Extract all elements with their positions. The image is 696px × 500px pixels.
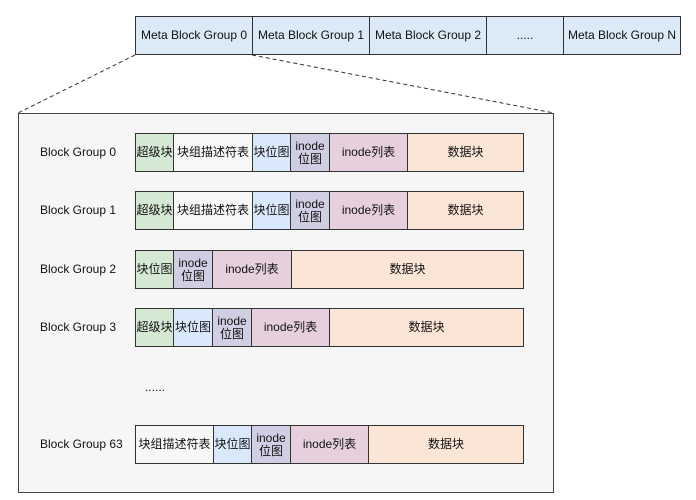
segment-inode-table: inode列表 (251, 308, 330, 347)
segment-inode-table: inode列表 (329, 133, 408, 172)
meta-block-group-label: ..... (516, 28, 534, 42)
block-group-label: Block Group 2 (40, 262, 117, 276)
meta-block-group-1: Meta Block Group 1 (252, 16, 370, 55)
meta-block-group-label: Meta Block Group N (567, 28, 677, 42)
expansion-line-left (17, 54, 136, 114)
segment-inode-table: inode列表 (212, 250, 292, 289)
segment-group-descriptor-table: 块组描述符表 (173, 133, 253, 172)
ellipsis-label: ...... (145, 380, 166, 394)
segment-group-descriptor-table: 块组描述符表 (135, 425, 214, 464)
meta-block-group-n: Meta Block Group N (563, 16, 681, 55)
segment-data-blocks: 数据块 (407, 133, 524, 172)
segment-superblock: 超级块 (135, 308, 174, 347)
segment-data-blocks: 数据块 (407, 191, 524, 230)
segment-superblock: 超级块 (135, 133, 174, 172)
segment-block-bitmap: 块位图 (173, 308, 213, 347)
block-group-label: Block Group 1 (40, 203, 117, 217)
segment-block-bitmap: 块位图 (252, 191, 291, 230)
meta-block-group-label: Meta Block Group 0 (140, 28, 248, 42)
meta-block-group-0: Meta Block Group 0 (135, 16, 253, 55)
meta-block-group-2: Meta Block Group 2 (369, 16, 487, 55)
segment-group-descriptor-table: 块组描述符表 (173, 191, 253, 230)
segment-data-blocks: 数据块 (368, 425, 524, 464)
segment-data-blocks: 数据块 (291, 250, 524, 289)
block-group-label: Block Group 63 (40, 437, 123, 451)
meta-block-group-label: Meta Block Group 2 (374, 28, 482, 42)
segment-block-bitmap: 块位图 (213, 425, 252, 464)
segment-inode-table: inode列表 (290, 425, 369, 464)
block-group-label: Block Group 0 (40, 145, 117, 159)
block-group-label: Block Group 3 (40, 320, 117, 334)
meta-block-group-label: Meta Block Group 1 (257, 28, 365, 42)
segment-block-bitmap: 块位图 (135, 250, 174, 289)
segment-data-blocks: 数据块 (329, 308, 524, 347)
segment-block-bitmap: 块位图 (252, 133, 291, 172)
meta-block-group-ellipsis: ..... (486, 16, 564, 55)
expansion-line-right (251, 54, 555, 114)
segment-inode-table: inode列表 (329, 191, 408, 230)
segment-superblock: 超级块 (135, 191, 174, 230)
